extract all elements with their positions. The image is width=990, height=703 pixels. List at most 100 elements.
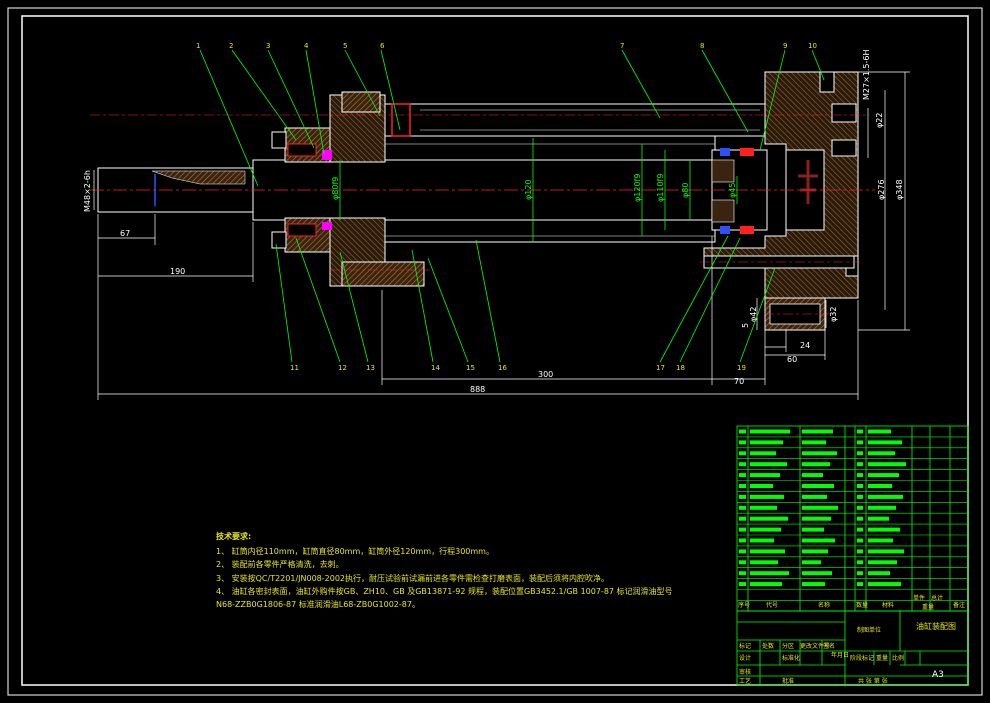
row-count: 处数 [762, 642, 774, 650]
parts-cell-blur [750, 484, 773, 488]
title-block-texts: 序号 代号 名称 数量 材料 单件 总计 备注 重量 标记 处数 分区 更改文件… [738, 594, 965, 685]
inner-frame [21, 15, 969, 686]
parts-cell-blur [750, 462, 787, 467]
parts-cell-blur [802, 484, 834, 488]
dim-phi42: φ42 [749, 307, 758, 322]
dim-phi348: φ348 [895, 179, 904, 200]
dim-5: 5 [741, 323, 750, 328]
parts-seq-blur [739, 516, 746, 521]
balloon-6: 6 [380, 42, 385, 50]
parts-cell-blur [750, 451, 776, 456]
parts-cell-blur [857, 440, 863, 445]
cylinder-tube-top [384, 135, 716, 161]
balloon-11: 11 [290, 364, 299, 372]
parts-seq-blur [739, 505, 746, 510]
tech-line-4: 4、 油缸各密封表面，油缸外购件按GB、ZH10、GB 及GB13871-92 … [216, 586, 673, 596]
front-lug-bottom [341, 261, 425, 287]
parts-cell-blur [750, 516, 788, 521]
row-approve: 批准 [782, 677, 794, 685]
parts-cell-blur [868, 527, 900, 532]
parts-cell-blur [750, 538, 774, 543]
leader-lines [199, 49, 825, 363]
company: 制图单位 [857, 626, 881, 634]
parts-cell-blur [868, 571, 890, 576]
parts-cell-blur [868, 538, 893, 543]
balloon-1: 1 [196, 42, 200, 50]
drawing-title: 油缸装配图 [916, 621, 956, 631]
parts-seq-blur [739, 571, 746, 576]
parts-cell-blur [868, 429, 891, 434]
parts-seq-blur [739, 429, 746, 434]
balloon-5: 5 [343, 42, 347, 50]
cylinder-tube-bottom [384, 219, 716, 243]
parts-cell-blur [868, 560, 897, 565]
parts-cell-blur [868, 549, 904, 554]
parts-cell-blur [802, 571, 832, 576]
parts-cell-blur [868, 440, 902, 445]
dim-phi276: φ276 [877, 179, 886, 200]
parts-cell-blur [868, 451, 895, 456]
parts-cell-blur [802, 473, 823, 478]
col-hdr-qty: 数量 [856, 601, 868, 609]
dimension-lines [93, 71, 910, 400]
balloon-17: 17 [656, 364, 665, 372]
parts-seq-blur [739, 473, 746, 478]
parts-seq-blur [739, 451, 746, 456]
balloons: 1 2 3 4 5 6 7 8 9 10 11 12 13 14 15 16 1… [196, 42, 817, 372]
balloon-19: 19 [737, 364, 746, 372]
parts-seq-blur [739, 582, 746, 587]
parts-cell-blur [857, 549, 863, 554]
balloon-16: 16 [498, 364, 507, 372]
dim-left-thread: M48×2-6h [83, 170, 92, 212]
parts-cell-blur [802, 560, 821, 565]
parts-cell-blur [857, 462, 863, 467]
parts-cell-blur [750, 429, 790, 434]
row-mark: 标记 [739, 642, 751, 650]
col-hdr-seq: 序号 [738, 601, 750, 609]
parts-cell-blur [802, 538, 835, 543]
parts-cell-blur [857, 451, 863, 456]
parts-cell-blur [857, 516, 863, 521]
row-sheets: 共 张 第 张 [858, 677, 888, 685]
balloon-8: 8 [700, 42, 704, 50]
oil-pipe [384, 103, 771, 137]
row-sign: 签名 [823, 642, 835, 650]
row-stage: 阶段标记 [850, 654, 874, 662]
dim-67: 67 [120, 229, 130, 238]
tech-line-2: 2、 装配前各零件严格清洗，去刺。 [216, 560, 344, 570]
balloon-13: 13 [366, 364, 375, 372]
col-hdr-code: 代号 [766, 601, 778, 609]
parts-cell-blur [857, 582, 863, 587]
parts-cell-blur [857, 560, 863, 565]
balloon-9: 9 [783, 42, 787, 50]
parts-cell-blur [857, 429, 863, 434]
parts-cell-blur [868, 516, 889, 521]
sheet-size: A3 [932, 670, 944, 680]
parts-seq-blur [739, 527, 746, 532]
row-standard: 标准化 [782, 654, 800, 662]
col-hdr-weight: 重量 [922, 603, 934, 611]
parts-cell-blur [868, 505, 896, 510]
row-design: 设计 [739, 654, 751, 662]
parts-seq-blur [739, 440, 746, 445]
parts-cell-blur [868, 582, 901, 587]
row-date: 年月日 [831, 651, 849, 659]
col-hdr-name: 名称 [818, 601, 830, 609]
parts-cell-blur [802, 494, 827, 499]
diameter-dims [339, 138, 738, 242]
dim-60: 60 [787, 355, 797, 364]
technical-requirements: 技术要求: 1、 缸筒内径110mm，缸筒直径80mm，缸筒外径120mm，行程… [216, 530, 673, 611]
dim-phi45: φ45 [728, 183, 737, 198]
row-docno: 更改文件号 [800, 642, 830, 650]
balloon-2: 2 [229, 42, 233, 50]
parts-cell-blur [750, 527, 781, 532]
parts-cell-blur [857, 484, 863, 488]
parts-cell-blur [750, 440, 783, 445]
parts-cell-blur [750, 582, 782, 587]
parts-cell-blur [802, 527, 824, 532]
parts-cell-blur [857, 505, 863, 510]
parts-seq-blur [739, 549, 746, 554]
dim-phi120: φ120 [524, 179, 533, 200]
dim-phi32: φ32 [829, 307, 838, 322]
